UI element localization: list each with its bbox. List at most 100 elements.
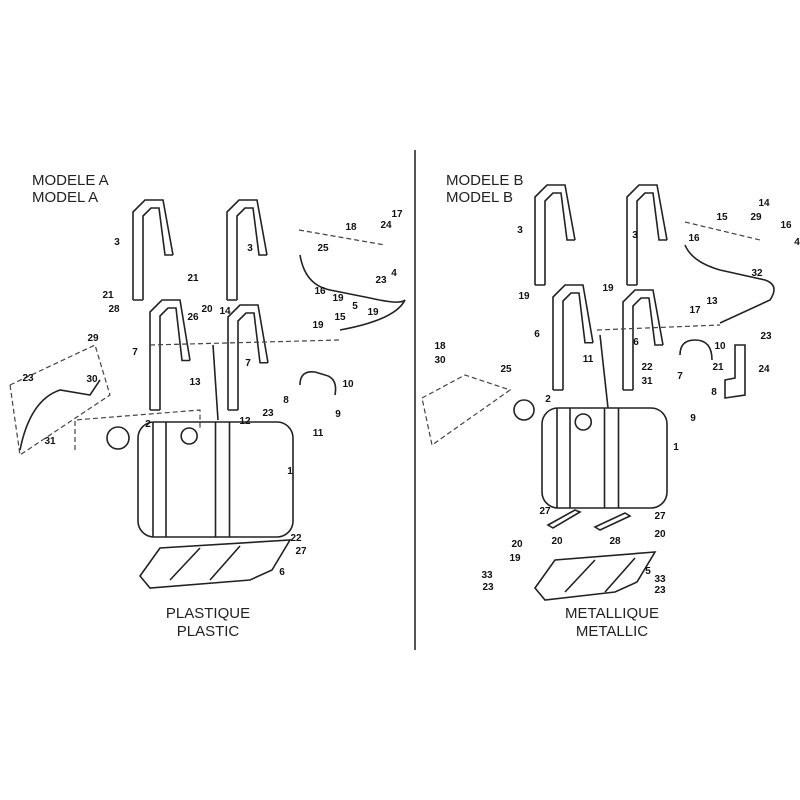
model-b-callout-19: 19 xyxy=(602,283,614,294)
model-b-callout-30: 30 xyxy=(434,355,446,366)
model-a-callout-3: 3 xyxy=(247,243,253,254)
model-b-callout-23: 23 xyxy=(760,331,772,342)
model-b-callout-10: 10 xyxy=(714,341,726,352)
model-b-title-fr: MODELE B xyxy=(446,172,524,189)
model-b-callout-3: 3 xyxy=(517,225,523,236)
model-b-tank-strap-6-left xyxy=(552,284,594,391)
model-b-callout-18: 18 xyxy=(434,341,446,352)
model-b-callout-13: 13 xyxy=(706,296,718,307)
model-b-callout-20: 20 xyxy=(654,529,666,540)
model-b-hose-route xyxy=(596,324,721,331)
model-b-pads-27 xyxy=(546,509,632,531)
model-b-callout-11: 11 xyxy=(583,354,594,365)
model-a-callout-10: 10 xyxy=(342,379,354,390)
model-a-callout-23: 23 xyxy=(375,275,387,286)
model-a-callout-7: 7 xyxy=(245,358,251,369)
model-a-callout-25: 25 xyxy=(317,243,329,254)
model-b-callout-6: 6 xyxy=(633,337,639,348)
caption-metallique: METALLIQUE xyxy=(565,605,659,622)
model-a-skid-plate xyxy=(138,539,292,589)
model-a-callout-19: 19 xyxy=(332,293,344,304)
model-a-callout-7: 7 xyxy=(132,347,138,358)
model-a-callout-2: 2 xyxy=(145,419,151,430)
model-a-callout-5: 5 xyxy=(352,301,358,312)
model-b-callout-33: 33 xyxy=(654,574,666,585)
model-a-callout-12: 12 xyxy=(239,416,251,427)
model-b-callout-3: 3 xyxy=(632,230,638,241)
model-a-sender-dash xyxy=(74,409,201,450)
model-a-skid-plate-ribs xyxy=(169,545,241,581)
model-a-callout-31: 31 xyxy=(44,436,56,447)
model-b-title: MODELE B MODEL B xyxy=(446,172,524,206)
model-b-callout-31: 31 xyxy=(641,376,653,387)
model-a-fuel-hose xyxy=(299,254,406,331)
model-a-tank-strap-7-left xyxy=(149,299,191,411)
model-a-callout-1: 1 xyxy=(287,466,293,477)
model-b-callout-17: 17 xyxy=(689,305,701,316)
model-b-callout-6: 6 xyxy=(534,329,540,340)
model-b-hose-10 xyxy=(679,339,713,361)
model-b-callout-2: 2 xyxy=(545,394,551,405)
model-b-callout-15: 15 xyxy=(716,212,728,223)
model-a-callout-8: 8 xyxy=(283,395,289,406)
model-a-callout-27: 27 xyxy=(295,546,307,557)
model-a-title-fr: MODELE A xyxy=(32,172,109,189)
model-a-callout-24: 24 xyxy=(380,220,392,231)
model-a-sender-kit-box xyxy=(9,344,111,457)
model-b-callout-28: 28 xyxy=(609,536,621,547)
model-a-callout-21: 21 xyxy=(187,273,199,284)
model-b-callout-25: 25 xyxy=(500,364,512,375)
model-b-callout-24: 24 xyxy=(758,364,770,375)
model-b-callout-14: 14 xyxy=(758,198,770,209)
model-b-callout-32: 32 xyxy=(751,268,763,279)
model-a-plastic-tank-filler-neck xyxy=(180,427,198,445)
model-b-callout-20: 20 xyxy=(511,539,523,550)
model-b-tank-strap-6-right xyxy=(622,289,664,391)
model-a-caption: PLASTIQUE PLASTIC xyxy=(128,605,288,641)
model-a-callout-11: 11 xyxy=(313,428,324,439)
model-b-tank-strap-3-right xyxy=(626,184,668,286)
model-b-callout-8: 8 xyxy=(711,387,717,398)
model-a-tank-strap-3-left xyxy=(132,199,174,301)
model-b-callout-33: 33 xyxy=(481,570,493,581)
model-b-sender-kit-box xyxy=(421,374,512,447)
model-b-callout-4: 4 xyxy=(794,237,800,248)
model-b-callout-9: 9 xyxy=(690,413,696,424)
model-b-callout-27: 27 xyxy=(654,511,666,522)
model-b-cap-2 xyxy=(513,399,535,421)
model-a-callout-4: 4 xyxy=(391,268,397,279)
model-b-metal-tank-filler-neck xyxy=(574,413,593,431)
model-b-fuel-gauge-rod xyxy=(599,334,609,409)
caption-metallic: METALLIC xyxy=(575,623,649,640)
model-a-callout-23: 23 xyxy=(262,408,274,419)
model-b-callout-16: 16 xyxy=(780,220,792,231)
model-b-metal-tank-ribs xyxy=(556,408,620,508)
model-b-callout-29: 29 xyxy=(750,212,762,223)
model-a-title: MODELE A MODEL A xyxy=(32,172,109,206)
model-a-callout-26: 26 xyxy=(187,312,199,323)
model-a-callout-28: 28 xyxy=(108,304,120,315)
model-a-callout-21: 21 xyxy=(102,290,114,301)
model-a-sender-wire xyxy=(19,379,101,451)
model-a-callout-19: 19 xyxy=(312,320,324,331)
model-b-skid-plate-ribs xyxy=(564,557,636,593)
model-a-callout-18: 18 xyxy=(345,222,357,233)
model-a-callout-29: 29 xyxy=(87,333,99,344)
model-b-callout-5: 5 xyxy=(645,566,651,577)
model-b-callout-16: 16 xyxy=(688,233,700,244)
model-b-line-dash xyxy=(684,221,761,241)
model-a-tank-strap-3-right xyxy=(226,199,268,301)
model-a-cap-2 xyxy=(106,426,130,450)
model-a-callout-14: 14 xyxy=(219,306,231,317)
model-b-skid-plate xyxy=(533,551,657,601)
model-b-callout-23: 23 xyxy=(654,585,666,596)
model-a-callout-17: 17 xyxy=(391,209,403,220)
model-a-callout-3: 3 xyxy=(114,237,120,248)
model-b-callout-22: 22 xyxy=(641,362,653,373)
model-b-callout-20: 20 xyxy=(551,536,563,547)
model-b-callout-23: 23 xyxy=(482,582,494,593)
caption-plastic: PLASTIC xyxy=(176,623,240,640)
model-b-callout-19: 19 xyxy=(509,553,521,564)
model-a-hose-route xyxy=(149,339,341,346)
